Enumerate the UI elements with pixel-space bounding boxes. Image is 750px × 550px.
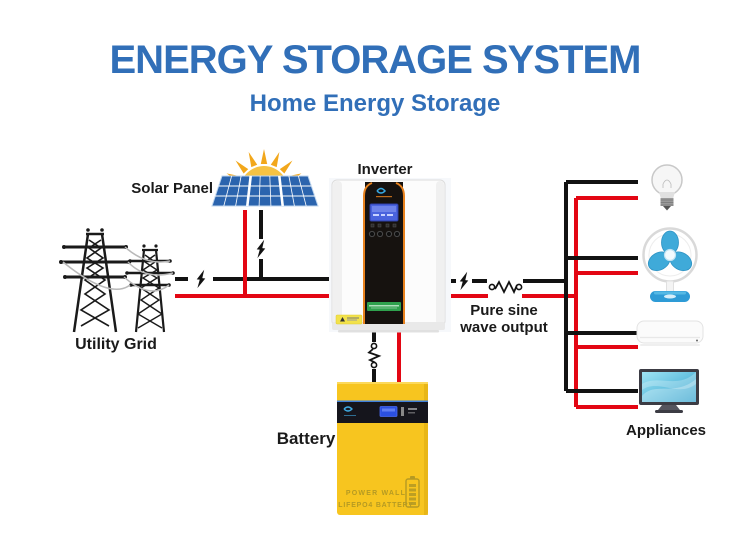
inverter-to-battery-wires: [367, 330, 401, 383]
sine-wave-icon: [488, 279, 523, 295]
solar-panel-icon: [211, 175, 319, 207]
page-subtitle: Home Energy Storage: [249, 90, 501, 117]
air-conditioner-icon: [636, 320, 704, 346]
light-bulb-icon: [651, 164, 683, 211]
utility-grid-icon: [59, 228, 175, 333]
battery-text-line1: POWER WALL: [346, 490, 406, 497]
appliance-distribution-wires: [564, 180, 638, 409]
pure-sine-wave-output-label: Pure sine wave output: [460, 302, 548, 337]
battery-label: Battery: [276, 429, 336, 448]
solar-to-junction-wires: [243, 210, 267, 296]
inverter-to-appliances-wires: [447, 271, 576, 298]
inverter-label: Inverter: [357, 161, 413, 178]
battery-image: POWER WALL LIFEPO4 BATTERY: [337, 382, 428, 515]
inverter-image: [329, 178, 451, 333]
sine-wave-vertical-icon: [367, 342, 382, 369]
grid-to-inverter-wires: [175, 269, 332, 298]
fan-icon: [642, 227, 698, 302]
page-title: ENERGY STORAGE SYSTEM: [109, 38, 642, 82]
appliances-label: Appliances: [625, 422, 707, 439]
tv-icon: [639, 369, 699, 413]
solar-panel-label: Solar Panel: [131, 180, 213, 197]
battery-level-icon: [405, 476, 420, 508]
warning-label-icon: [335, 314, 363, 325]
battery-text-line2: LIFEPO4 BATTERY: [338, 502, 413, 509]
utility-grid-label: Utility Grid: [75, 336, 157, 353]
